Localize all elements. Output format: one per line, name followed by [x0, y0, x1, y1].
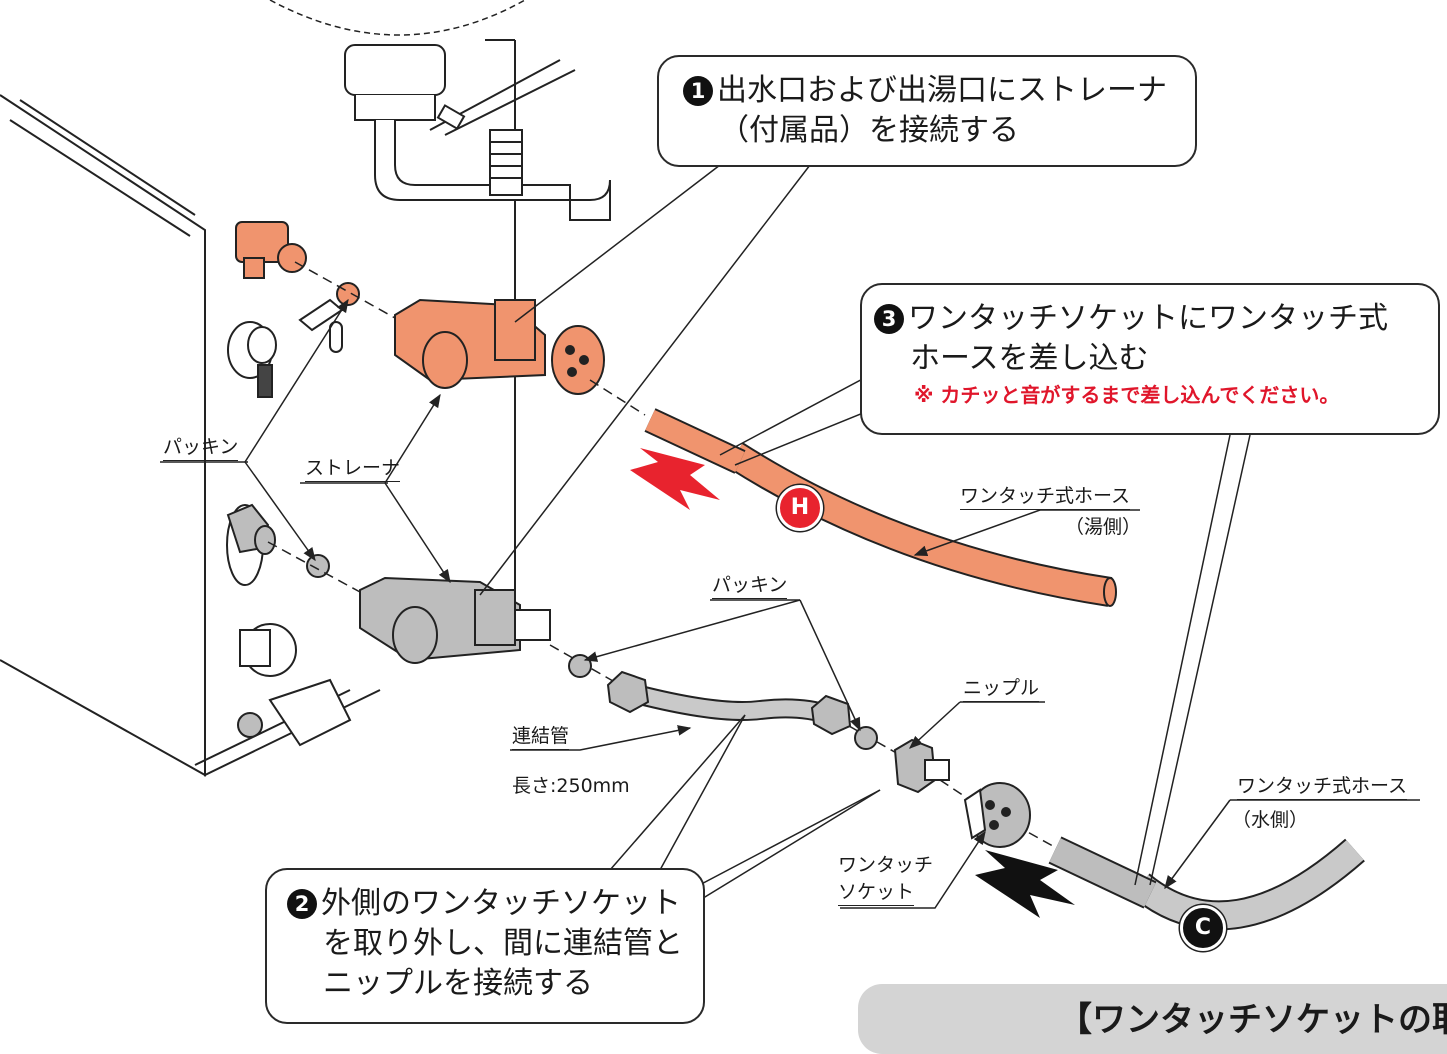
callout-step2-line2: を取り外し、間に連結管と [323, 926, 683, 961]
label-packing-right: パッキン [712, 573, 788, 599]
label-hose-water-line2: （水側） [1232, 809, 1309, 831]
water-heater-unit [0, 0, 526, 777]
label-onetouch-socket-line2: ソケット [838, 880, 915, 906]
label-hose-hot-line2: （湯側） [1065, 516, 1142, 538]
callout-step3-note: ※ カチッと音がするまで差し込んでください。 [914, 383, 1340, 407]
valve-left-lower [237, 623, 352, 747]
cold-side-badge: C [1180, 905, 1226, 951]
strainer-hot [394, 298, 605, 395]
hose-water [1048, 836, 1365, 931]
top-fitting [344, 44, 611, 221]
label-connecting-pipe-length: 長さ:250mm [512, 775, 630, 797]
strainer-cold [359, 576, 551, 664]
hot-side-badge: H [777, 485, 823, 531]
hot-outlet-fitting [235, 221, 307, 279]
label-strainer: ストレーナ [305, 456, 401, 482]
label-onetouch-socket-line1: ワンタッチ [838, 854, 934, 876]
label-connecting-pipe: 連結管 [512, 724, 570, 750]
step3-number: 3 [874, 304, 904, 334]
leader-lines [160, 164, 1420, 909]
insert-arrow-hot [630, 448, 720, 510]
connection-diagram [0, 0, 1420, 931]
callout-step3-line2: ホースを差し込む [910, 341, 1149, 376]
step1-number: 1 [683, 76, 713, 106]
step2-number: 2 [287, 889, 317, 919]
packing-washer-right-2 [854, 726, 878, 750]
connecting-pipe [606, 670, 852, 736]
label-nipple: ニップル [963, 676, 1040, 702]
hose-hot [644, 408, 1117, 607]
insert-arrow-cold [975, 850, 1075, 918]
callout-step1-line2: （付属品）を接続する [719, 113, 1019, 148]
section-banner: 【ワンタッチソケットの取 [858, 984, 1447, 1054]
nipple [893, 738, 950, 794]
callout-step2-line3: ニップルを接続する [323, 966, 593, 1001]
label-hose-hot-line1: ワンタッチ式ホース [960, 484, 1131, 510]
valve-left-upper [227, 321, 277, 398]
packing-washer-hot [336, 282, 360, 306]
onetouch-socket [963, 782, 1031, 848]
bracket-small [298, 298, 344, 353]
packing-washer-right-1 [568, 654, 592, 678]
label-packing-left: パッキン [163, 435, 239, 461]
cold-outlet-fitting [226, 503, 276, 586]
label-hose-water-line1: ワンタッチ式ホース [1237, 774, 1408, 800]
